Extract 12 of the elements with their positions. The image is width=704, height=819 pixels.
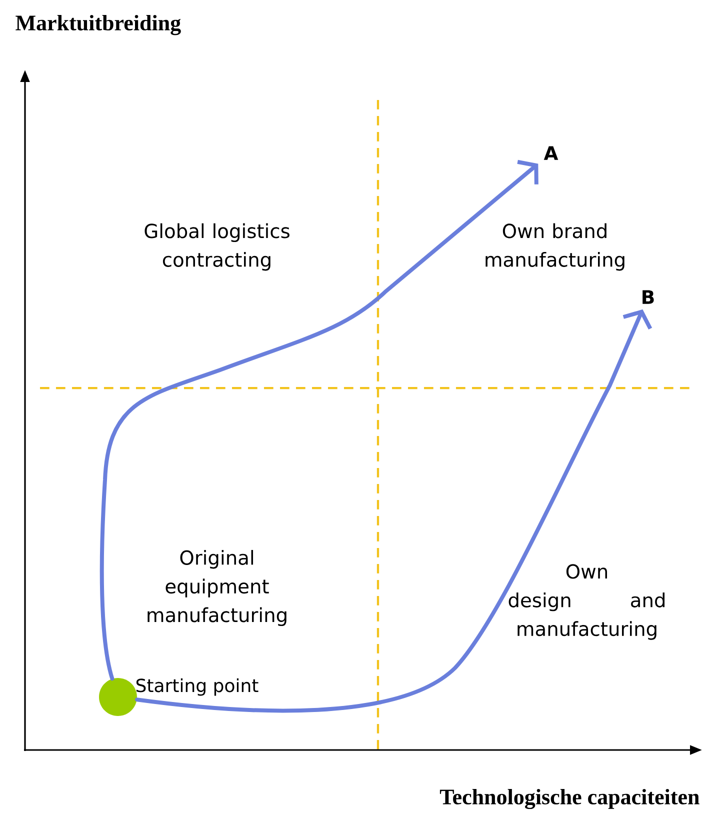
axis-title: Technologische capaciteiten (440, 788, 700, 810)
arrow (135, 309, 652, 713)
quadrant-label: Own design and manufacturing (508, 564, 664, 640)
quadrant-label: Global logistics contracting (144, 223, 290, 271)
quadrant-label: Own brand manufacturing (486, 223, 624, 271)
point-label: B (642, 290, 654, 304)
point-caption: Starting point (136, 678, 258, 696)
quadrant-label: Original equipment manufacturing (148, 550, 286, 626)
axis-title: Marktuitbreiding (16, 14, 181, 36)
start-dot (99, 678, 137, 716)
arrow (100, 160, 538, 681)
point-label: A (544, 146, 558, 160)
